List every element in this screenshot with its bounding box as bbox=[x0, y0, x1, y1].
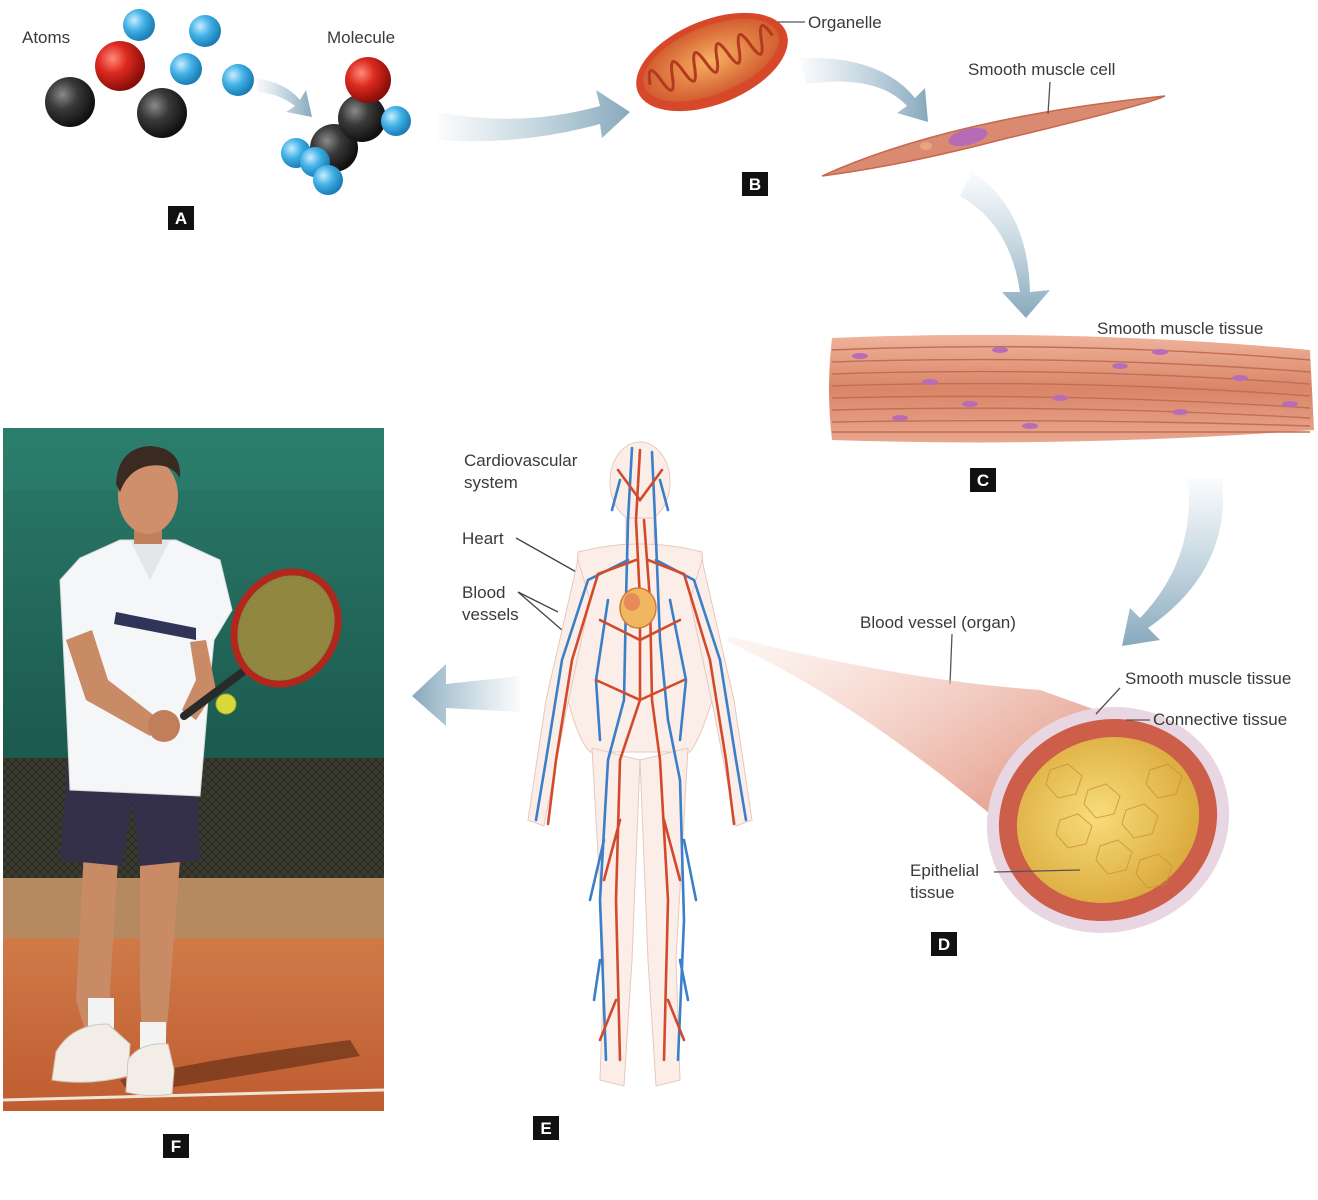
leader-line bbox=[949, 633, 953, 685]
tissue-nuclei bbox=[852, 347, 1298, 429]
epithelial-lumen bbox=[1016, 736, 1200, 904]
arrow-cell-to-tissue bbox=[960, 172, 1050, 318]
connective-tissue-label: Connective tissue bbox=[1153, 710, 1287, 729]
panel-letter-box bbox=[931, 932, 957, 956]
hands bbox=[148, 710, 180, 742]
oxygen-atom bbox=[345, 57, 391, 103]
panel-c-muscle-tissue: Smooth muscle tissue C bbox=[829, 319, 1314, 492]
epithelial-cells bbox=[1045, 763, 1183, 889]
epithelial-label-1: Epithelial bbox=[910, 861, 979, 880]
arteries bbox=[546, 448, 736, 1062]
cardiovascular-label-2: system bbox=[464, 473, 518, 492]
panel-b-letter: B bbox=[749, 175, 761, 194]
leader-line bbox=[517, 591, 559, 613]
smooth-muscle-cell bbox=[821, 95, 1166, 177]
panel-e-letter: E bbox=[540, 1119, 551, 1138]
panel-e-cardiovascular-system: Cardiovascular system Heart Blood vessel… bbox=[462, 441, 753, 1140]
organelle-dot bbox=[920, 142, 932, 150]
atoms-label: Atoms bbox=[22, 28, 70, 47]
panel-b-organelle-cell: Organelle Smooth muscle cell B bbox=[636, 12, 1166, 196]
panel-a-letter: A bbox=[175, 209, 187, 228]
leader-line bbox=[993, 869, 1081, 873]
panel-f-organism-photo: F bbox=[2, 428, 385, 1158]
panel-letter-box bbox=[163, 1134, 189, 1158]
carbon-atom bbox=[45, 77, 95, 127]
court-barrier bbox=[3, 878, 384, 938]
panel-letter-box bbox=[742, 172, 768, 196]
hydrogen-atom bbox=[381, 106, 411, 136]
panel-d-blood-vessel: Blood vessel (organ) Smooth muscle tissu… bbox=[728, 613, 1291, 956]
blood-vessels-label-1: Blood bbox=[462, 583, 505, 602]
hair bbox=[116, 446, 181, 492]
leader-line bbox=[1095, 687, 1121, 715]
body-silhouette bbox=[527, 441, 753, 1087]
left-leg bbox=[76, 850, 118, 1040]
racket-handle bbox=[180, 664, 252, 720]
shirt-stripe bbox=[114, 612, 196, 640]
blood-vessel-organ-label: Blood vessel (organ) bbox=[860, 613, 1016, 632]
oxygen-atom bbox=[95, 41, 145, 91]
panel-d-letter: D bbox=[938, 935, 950, 954]
hydrogen-atom bbox=[170, 53, 202, 85]
mitochondrion bbox=[636, 12, 788, 112]
head bbox=[118, 458, 178, 534]
hydrogen-atom bbox=[313, 165, 343, 195]
heart-label: Heart bbox=[462, 529, 504, 548]
court-line bbox=[2, 1088, 385, 1102]
wall-highlight bbox=[3, 430, 384, 490]
arrow-molecule-to-organelle bbox=[438, 90, 630, 142]
muscle-tissue-strip bbox=[829, 334, 1314, 443]
smooth-muscle-tissue-label: Smooth muscle tissue bbox=[1097, 319, 1263, 338]
panel-letter-box bbox=[168, 206, 194, 230]
cell-nucleus bbox=[948, 127, 988, 147]
leader-line bbox=[1047, 81, 1051, 115]
panel-letter-box bbox=[970, 468, 996, 492]
right-leg bbox=[140, 850, 180, 1040]
smooth-muscle-cell-label: Smooth muscle cell bbox=[968, 60, 1115, 79]
heart-organ bbox=[619, 587, 657, 629]
molecule-label: Molecule bbox=[327, 28, 395, 47]
clay-court bbox=[3, 938, 384, 1111]
shirt-collar bbox=[130, 540, 170, 580]
organelle-label: Organelle bbox=[808, 13, 882, 32]
hydrogen-atom bbox=[123, 9, 155, 41]
player-shadow bbox=[120, 1040, 360, 1094]
racket-strings bbox=[239, 577, 333, 679]
left-arm bbox=[66, 630, 160, 736]
arrow-system-to-organism bbox=[412, 664, 520, 726]
leader-line bbox=[517, 591, 563, 631]
carbon-atom bbox=[137, 88, 187, 138]
arrow-atoms-to-molecule bbox=[255, 78, 312, 117]
hydrogen-atom bbox=[189, 15, 221, 47]
blood-vessels-label-2: vessels bbox=[462, 605, 519, 624]
tennis-ball bbox=[215, 693, 237, 715]
carbon-atom bbox=[338, 94, 386, 142]
right-shoe bbox=[125, 1043, 175, 1097]
arrow-organelle-to-cell bbox=[800, 57, 928, 122]
panel-a-atoms-molecule: Atoms Molecule A bbox=[22, 9, 411, 230]
epithelial-label-2: tissue bbox=[910, 883, 954, 902]
hydrogen-atom bbox=[222, 64, 254, 96]
panel-letter-box bbox=[533, 1116, 559, 1140]
panel-c-letter: C bbox=[977, 471, 989, 490]
panel-f-letter: F bbox=[171, 1137, 181, 1156]
left-sock bbox=[88, 998, 114, 1028]
arrow-tissue-to-organ bbox=[1122, 478, 1224, 646]
cardiovascular-label-1: Cardiovascular bbox=[464, 451, 578, 470]
smooth-muscle-tissue-d-label: Smooth muscle tissue bbox=[1125, 669, 1291, 688]
